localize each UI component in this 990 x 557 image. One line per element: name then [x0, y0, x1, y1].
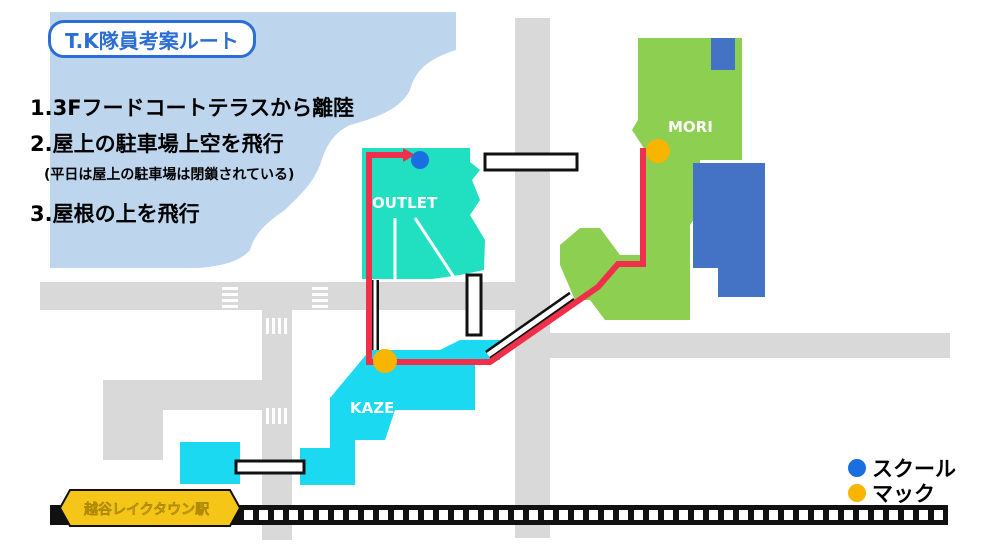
rail-tie [814, 510, 823, 520]
kaze-building [300, 340, 500, 485]
walkway-thin [371, 280, 575, 360]
roads [40, 18, 950, 540]
step-1: 1.3Fフードコートテラスから離陸 [30, 96, 355, 120]
step-2: 2.屋上の駐車場上空を飛行 [30, 132, 284, 156]
outlet-building [362, 148, 485, 279]
outlet-label: OUTLET [372, 194, 438, 212]
rail-tie [889, 510, 898, 520]
rail-tie [439, 510, 448, 520]
rail-tie [274, 510, 283, 520]
walkways [234, 152, 579, 475]
mori-building [560, 38, 742, 320]
rail-tie [349, 510, 358, 520]
rail-tie [754, 510, 763, 520]
rail-tie [304, 510, 313, 520]
rail-tie [604, 510, 613, 520]
rail-tie [709, 510, 718, 520]
rail-tie [559, 510, 568, 520]
drone-route [366, 148, 646, 365]
rail-tie [364, 510, 373, 520]
rail-tie [589, 510, 598, 520]
route-title-badge: T.K隊員考案ルート [48, 20, 256, 58]
outlet-parking-lines [393, 217, 457, 280]
crosswalks [222, 287, 328, 424]
kaze-label: KAZE [350, 399, 394, 417]
mac-marker-kaze[interactable] [373, 349, 397, 373]
mori-label: MORI [668, 118, 713, 136]
mac-legend-label: マック [872, 482, 935, 506]
rail-tie [529, 510, 538, 520]
route-arrowhead [403, 148, 415, 162]
rail-tie [619, 510, 628, 520]
school-legend-icon [848, 459, 866, 477]
step-2-note: (平日は屋上の駐車場は閉鎖されている) [44, 167, 295, 183]
rail-tie [259, 510, 268, 520]
rail-tie [409, 510, 418, 520]
route-title: T.K隊員考案ルート [65, 28, 239, 53]
rail-tie [574, 510, 583, 520]
rail-tie [904, 510, 913, 520]
rail-tie [694, 510, 703, 520]
rail-tie [769, 510, 778, 520]
rail-tie [799, 510, 808, 520]
rail-tie [484, 510, 493, 520]
railway [50, 505, 948, 525]
rail-tie [379, 510, 388, 520]
station-label: 越谷レイクタウン駅 [83, 501, 210, 518]
rail-tie [424, 510, 433, 520]
legend-school: スクール [848, 453, 956, 483]
rail-tie [859, 510, 868, 520]
rail-tie [724, 510, 733, 520]
rail-tie [634, 510, 643, 520]
rail-tie [514, 510, 523, 520]
rail-tie [829, 510, 838, 520]
legend-mac: マック [848, 478, 935, 508]
rail-tie [469, 510, 478, 520]
rail-tie [394, 510, 403, 520]
mori-blue-large [693, 163, 765, 297]
rail-tie [784, 510, 793, 520]
mac-legend-icon [848, 484, 866, 502]
rail-tie [664, 510, 673, 520]
school-marker-outlet[interactable] [411, 151, 429, 169]
mac-marker-mori[interactable] [646, 139, 670, 163]
rail-tie [649, 510, 658, 520]
step-3: 3.屋根の上を飛行 [30, 202, 200, 226]
rail-tie [334, 510, 343, 520]
rail-tie [544, 510, 553, 520]
rail-tie [679, 510, 688, 520]
rail-tie [454, 510, 463, 520]
rail-tie [499, 510, 508, 520]
rail-tie [874, 510, 883, 520]
lake-water [50, 12, 456, 268]
rail-tie [319, 510, 328, 520]
rail-tie [244, 510, 253, 520]
rail-tie [934, 510, 943, 520]
rail-tie [739, 510, 748, 520]
mori-blue-small [711, 38, 735, 70]
school-legend-label: スクール [872, 457, 956, 481]
station-badge[interactable]: 越谷レイクタウン駅 [58, 489, 242, 527]
rail-tie [919, 510, 928, 520]
rail-tie [289, 510, 298, 520]
kaze-annex [180, 442, 240, 484]
rail-tie [844, 510, 853, 520]
